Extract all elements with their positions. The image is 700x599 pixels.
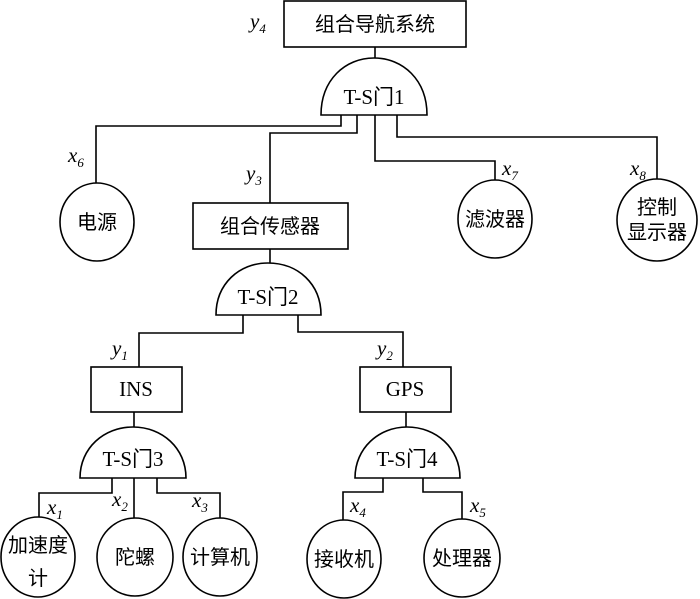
connectors — [38, 47, 658, 520]
display-label-2: 显示器 — [627, 220, 687, 244]
display-var: x8 — [629, 156, 646, 183]
gate-1: T-S门1 — [320, 57, 428, 116]
gate-4: T-S门4 — [354, 426, 461, 479]
sensor-box: 组合传感器 — [192, 202, 349, 250]
gyro-var: x2 — [111, 487, 128, 514]
ins-var: y1 — [110, 336, 128, 363]
receiver-label: 接收机 — [314, 547, 374, 571]
display-label-1: 控制 — [637, 195, 677, 219]
basic-event-accelerometer: 加速度 计 — [0, 516, 76, 598]
ins-label: INS — [119, 377, 153, 401]
basic-event-processor: 处理器 — [423, 518, 501, 598]
filter-var: x7 — [501, 156, 518, 183]
top-event-label: 组合导航系统 — [315, 12, 435, 36]
basic-event-filter: 滤波器 — [457, 179, 533, 259]
gps-var: y2 — [375, 336, 393, 363]
processor-var: x5 — [469, 493, 486, 520]
gps-label: GPS — [386, 377, 425, 401]
processor-label: 处理器 — [432, 546, 492, 570]
gate-2-label: T-S门2 — [237, 285, 298, 309]
basic-event-gyro: 陀螺 — [96, 517, 174, 597]
gps-box: GPS — [359, 366, 452, 413]
accel-label-2: 计 — [28, 566, 48, 590]
basic-event-power: 电源 — [59, 182, 135, 262]
gate-4-label: T-S门4 — [376, 447, 438, 471]
gate-3: T-S门3 — [79, 426, 187, 479]
sensor-label: 组合传感器 — [220, 214, 320, 238]
power-label: 电源 — [77, 210, 117, 234]
accel-label-1: 加速度 — [8, 533, 68, 557]
accel-var: x1 — [46, 495, 63, 522]
top-event-box: 组合导航系统 — [283, 0, 467, 48]
ins-box: INS — [90, 366, 183, 413]
computer-var: x3 — [191, 488, 208, 515]
gate-1-label: T-S门1 — [343, 85, 404, 109]
basic-event-computer: 计算机 — [182, 517, 258, 597]
top-event-var: y4 — [248, 9, 266, 36]
receiver-var: x4 — [349, 493, 366, 520]
computer-label: 计算机 — [190, 545, 250, 569]
basic-event-receiver: 接收机 — [306, 519, 382, 599]
power-var: x6 — [67, 143, 84, 170]
filter-label: 滤波器 — [465, 207, 525, 231]
gyro-label: 陀螺 — [115, 545, 155, 569]
gate-3-label: T-S门3 — [102, 447, 163, 471]
gate-2: T-S门2 — [215, 262, 322, 316]
sensor-var: y3 — [244, 161, 262, 188]
basic-event-display: 控制 显示器 — [616, 178, 698, 262]
